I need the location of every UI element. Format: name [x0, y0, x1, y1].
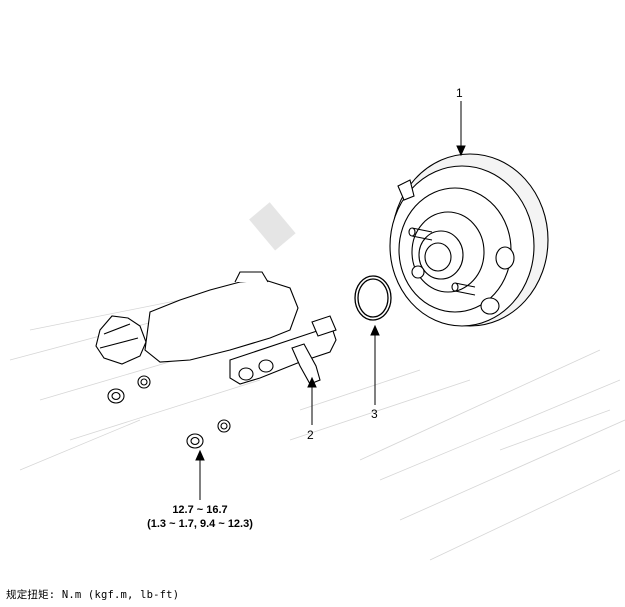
- callout-1-booster: 1: [456, 86, 463, 100]
- master-cylinder: [95, 271, 337, 385]
- brake-booster: [389, 153, 549, 327]
- torque-units-footnote: 规定扭矩: N.m (kgf.m, lb-ft): [6, 589, 180, 601]
- torque-spec-alt: (1.3 ~ 1.7, 9.4 ~ 12.3): [147, 518, 253, 530]
- leader-lines: [195, 101, 466, 500]
- washers-and-nuts: [107, 375, 231, 449]
- callout-3-o-ring: 3: [371, 407, 378, 421]
- torque-spec-nm: 12.7 ~ 16.7: [172, 504, 228, 516]
- o-ring: [354, 275, 392, 321]
- callout-2-master-cylinder: 2: [307, 428, 314, 442]
- background-sketch: [9, 299, 625, 561]
